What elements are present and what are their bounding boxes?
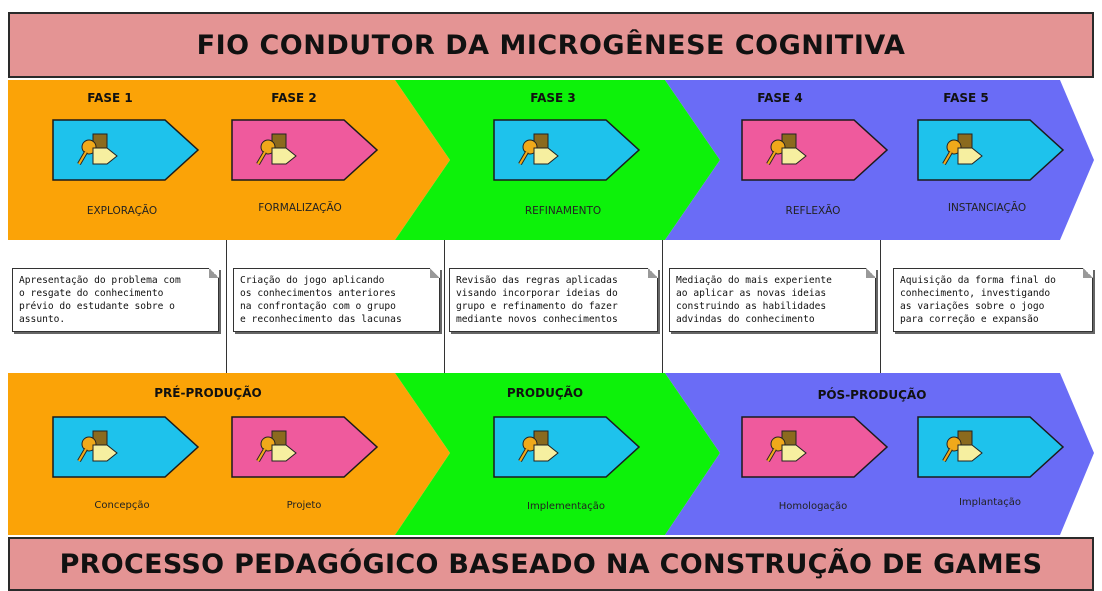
- phase-4-header: FASE 4: [757, 91, 802, 105]
- step-2-label: Projeto: [287, 500, 322, 511]
- phase-4: FASE 4 REFLEXÃO: [740, 91, 889, 217]
- phase-5-label: INSTANCIAÇÃO: [948, 201, 1026, 214]
- stage-production-header: PRODUÇÃO: [507, 385, 583, 400]
- description-row: Apresentação do problema com o resgate d…: [8, 240, 1094, 373]
- step-3: Implementação: [492, 415, 641, 512]
- description-cell-4: Mediação do mais experiente ao aplicar a…: [662, 240, 880, 373]
- phase-5: FASE 5 INSTANCIAÇÃO: [916, 91, 1065, 214]
- step-1-label: Concepção: [94, 500, 149, 511]
- phase-5-header: FASE 5: [943, 91, 988, 105]
- note-phase-4: Mediação do mais experiente ao aplicar a…: [669, 268, 876, 332]
- note-phase-2: Criação do jogo aplicando os conheciment…: [233, 268, 440, 332]
- production-band: PRÉ-PRODUÇÃO PRODUÇÃO PÓS-PRODUÇÃO Conce…: [8, 373, 1094, 535]
- note-phase-5: Aquisição da forma final do conhecimento…: [893, 268, 1093, 332]
- stage-pre-production-header: PRÉ-PRODUÇÃO: [154, 385, 261, 400]
- phase-3-label: REFINAMENTO: [525, 205, 601, 217]
- step-5: Implantação: [916, 415, 1065, 508]
- step-4-label: Homologação: [779, 501, 848, 512]
- diagram-title: FIO CONDUTOR DA MICROGÊNESE COGNITIVA: [8, 12, 1094, 78]
- description-cell-1: Apresentação do problema com o resgate d…: [8, 240, 226, 373]
- stage-segment-orange: [8, 373, 450, 535]
- step-5-label: Implantação: [959, 497, 1021, 508]
- phase-1-label: EXPLORAÇÃO: [87, 204, 157, 217]
- step-2: Projeto: [230, 415, 379, 511]
- diagram-footer-title: PROCESSO PEDAGÓGICO BASEADO NA CONSTRUÇÃ…: [8, 537, 1094, 591]
- phase-3: FASE 3 REFINAMENTO: [492, 91, 641, 217]
- step-3-label: Implementação: [527, 501, 605, 512]
- phase-band: FASE 1 EXPLORAÇÃO FASE 2 REFINAMENTO FOR…: [8, 80, 1094, 240]
- step-1: Concepção: [51, 415, 200, 511]
- phase-2: FASE 2 REFINAMENTO FORMALIZAÇÃO: [230, 91, 379, 214]
- phase-4-label: REFLEXÃO: [786, 204, 841, 217]
- phase-2-label: FORMALIZAÇÃO: [258, 201, 342, 214]
- note-phase-1: Apresentação do problema com o resgate d…: [12, 268, 219, 332]
- phase-1: FASE 1 EXPLORAÇÃO: [51, 91, 200, 217]
- phase-3-header: FASE 3: [530, 91, 575, 105]
- description-cell-3: Revisão das regras aplicadas visando inc…: [444, 240, 662, 373]
- stage-post-production-header: PÓS-PRODUÇÃO: [818, 387, 927, 402]
- note-phase-3: Revisão das regras aplicadas visando inc…: [449, 268, 658, 332]
- phase-1-header: FASE 1: [87, 91, 132, 105]
- description-cell-5: Aquisição da forma final do conhecimento…: [880, 240, 1094, 373]
- description-cell-2: Criação do jogo aplicando os conheciment…: [226, 240, 444, 373]
- step-4: Homologação: [740, 415, 889, 512]
- phase-2-header: FASE 2: [271, 91, 316, 105]
